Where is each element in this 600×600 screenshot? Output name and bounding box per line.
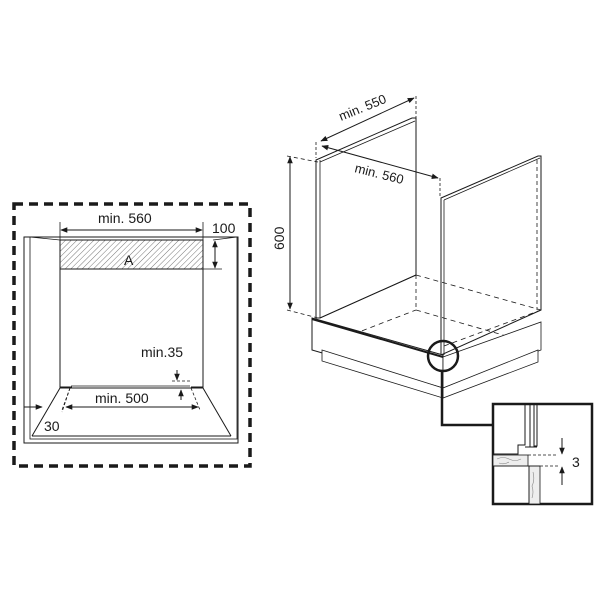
zone-a-label: A	[124, 252, 134, 268]
right-panel	[440, 155, 542, 356]
width-label: min. 560	[98, 210, 152, 226]
iso-depth-label: min. 550	[337, 91, 389, 124]
detail-leader-line	[440, 371, 493, 427]
front-view: A min. 560 100 min. 500 min.35 30	[12, 202, 252, 468]
gap-label: min.35	[141, 344, 183, 360]
height-label: 100	[212, 220, 236, 236]
iso-depth-dimension-line	[320, 97, 415, 142]
iso-width-dimension-line	[321, 144, 439, 180]
wood-board-horizontal	[492, 454, 529, 467]
isometric-view: 600 min. 550 min. 560	[271, 91, 542, 427]
cabinet-frame-inner	[29, 236, 238, 440]
zone-a-hatched	[59, 239, 204, 270]
cabinet-outline-dashed	[12, 202, 252, 468]
wood-board-vertical	[528, 465, 541, 505]
detail-view: 3	[491, 402, 594, 506]
detail-gap-label: 3	[572, 454, 580, 470]
side-label: 30	[44, 418, 60, 434]
iso-height-label: 600	[271, 226, 287, 250]
bottom-width-label: min. 500	[95, 390, 149, 406]
